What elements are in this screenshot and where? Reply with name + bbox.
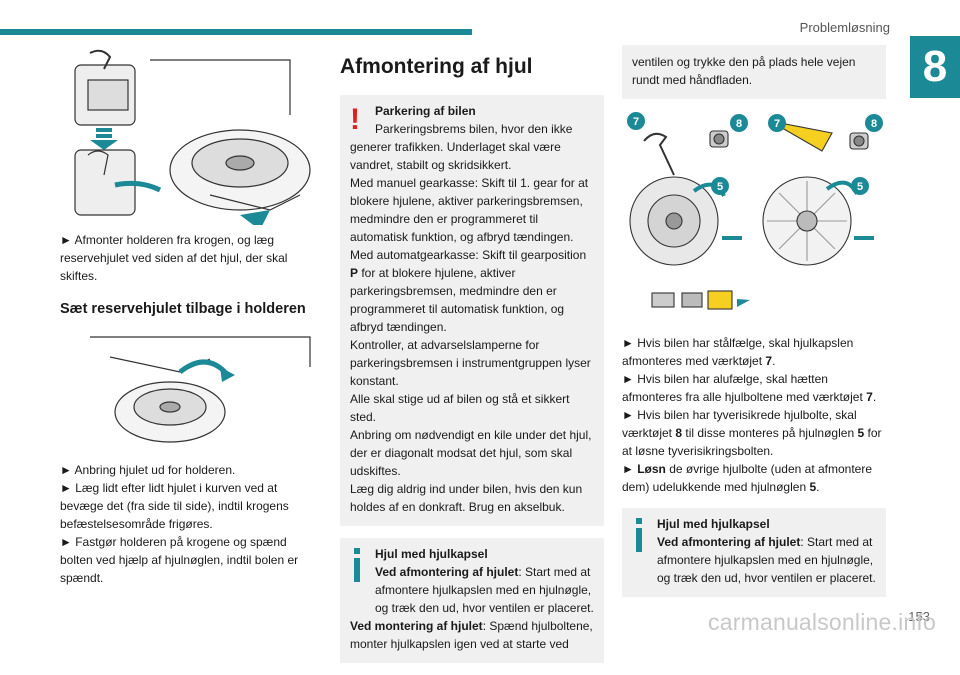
figure-wheel-tools: 7 8 5 7 8 5 bbox=[627, 112, 883, 310]
info-box-hubcap: Hjul med hjulkapsel Ved afmontering af h… bbox=[340, 538, 604, 663]
info-title: Hjul med hjulkapsel bbox=[375, 547, 488, 561]
callout-7-right: 7 bbox=[774, 118, 780, 130]
column-middle: Afmontering af hjul ! Parkering af bilen… bbox=[340, 55, 604, 675]
warning-line-4: Kontroller, at advarselslamperne for par… bbox=[350, 338, 591, 388]
figure-spare-wheel-holder bbox=[74, 49, 311, 225]
callout-8-left: 8 bbox=[736, 118, 742, 130]
warning-line-3: Med automatgearkasse: Skift til gearposi… bbox=[350, 248, 587, 334]
warning-exclamation-icon: ! bbox=[350, 103, 360, 136]
subheading-refit-spare: Sæt reservehjulet tilbage i holderen bbox=[60, 301, 306, 317]
callout-8-right: 8 bbox=[871, 118, 877, 130]
info-icon bbox=[636, 518, 642, 552]
step-alloy-rim: ► Hvis bilen har alufælge, skal hætten a… bbox=[622, 372, 877, 404]
step-remove-holder: ► Afmonter holderen fra krogen, og læg r… bbox=[60, 233, 288, 283]
callout-7-left: 7 bbox=[633, 116, 639, 128]
warning-line-5: Alle skal stige ud af bilen og stå et si… bbox=[350, 392, 570, 424]
warning-line-1: Parkeringsbrems bilen, hvor den ikke gen… bbox=[350, 122, 573, 172]
info-box-hubcap-2: Hjul med hjulkapsel Ved afmontering af h… bbox=[622, 508, 886, 597]
header-accent-bar bbox=[0, 29, 472, 35]
step-place-wheel: ► Anbring hjulet ud for holderen. bbox=[60, 463, 236, 477]
section-title-wheel-removal: Afmontering af hjul bbox=[340, 55, 533, 78]
continued-text: ventilen og trykke den på plads hele vej… bbox=[632, 55, 856, 87]
info-title-2: Hjul med hjulkapsel bbox=[657, 517, 770, 531]
column-left: ► Afmonter holderen fra krogen, og læg r… bbox=[60, 45, 320, 587]
warning-title: Parkering af bilen bbox=[375, 104, 476, 118]
step-move-wheel: ► Læg lidt efter lidt hjulet i kurven ve… bbox=[60, 481, 289, 531]
step-steel-rim: ► Hvis bilen har stålfælge, skal hjulkap… bbox=[622, 336, 854, 368]
warning-line-2: Med manuel gearkasse: Skift til 1. gear … bbox=[350, 176, 589, 244]
continued-box: ventilen og trykke den på plads hele vej… bbox=[622, 45, 886, 99]
column-right: ventilen og trykke den på plads hele vej… bbox=[622, 45, 886, 609]
info-icon bbox=[354, 548, 360, 582]
callout-5-left: 5 bbox=[717, 181, 723, 193]
step-anti-theft-bolt: ► Hvis bilen har tyverisikrede hjulbolte… bbox=[622, 408, 882, 458]
warning-box-parking: ! Parkering af bilen Parkeringsbrems bil… bbox=[340, 95, 604, 526]
page-number: 153 bbox=[908, 609, 930, 624]
info-remove-text: Ved afmontering af hjulet: Start med at … bbox=[375, 565, 594, 615]
step-loosen-bolts: ► Løsn de øvrige hjulbolte (uden at afmo… bbox=[622, 462, 873, 494]
step-fasten-holder: ► Fastgør holderen på krogene og spænd b… bbox=[60, 535, 299, 585]
watermark-text: carmanualsonline.info bbox=[708, 609, 936, 635]
info-mount-text: Ved montering af hjulet: Spænd hjulbolte… bbox=[350, 619, 593, 651]
callout-5-right: 5 bbox=[857, 181, 863, 193]
chapter-number-tab: 8 bbox=[910, 36, 960, 98]
page-header-title: Problemløsning bbox=[799, 20, 890, 35]
warning-line-6: Anbring om nødvendigt en kile under det … bbox=[350, 428, 592, 478]
figure-refit-spare-wheel bbox=[90, 336, 311, 443]
warning-line-7: Læg dig aldrig ind under bilen, hvis den… bbox=[350, 482, 583, 514]
info-remove-text-2: Ved afmontering af hjulet: Start med at … bbox=[657, 535, 876, 585]
